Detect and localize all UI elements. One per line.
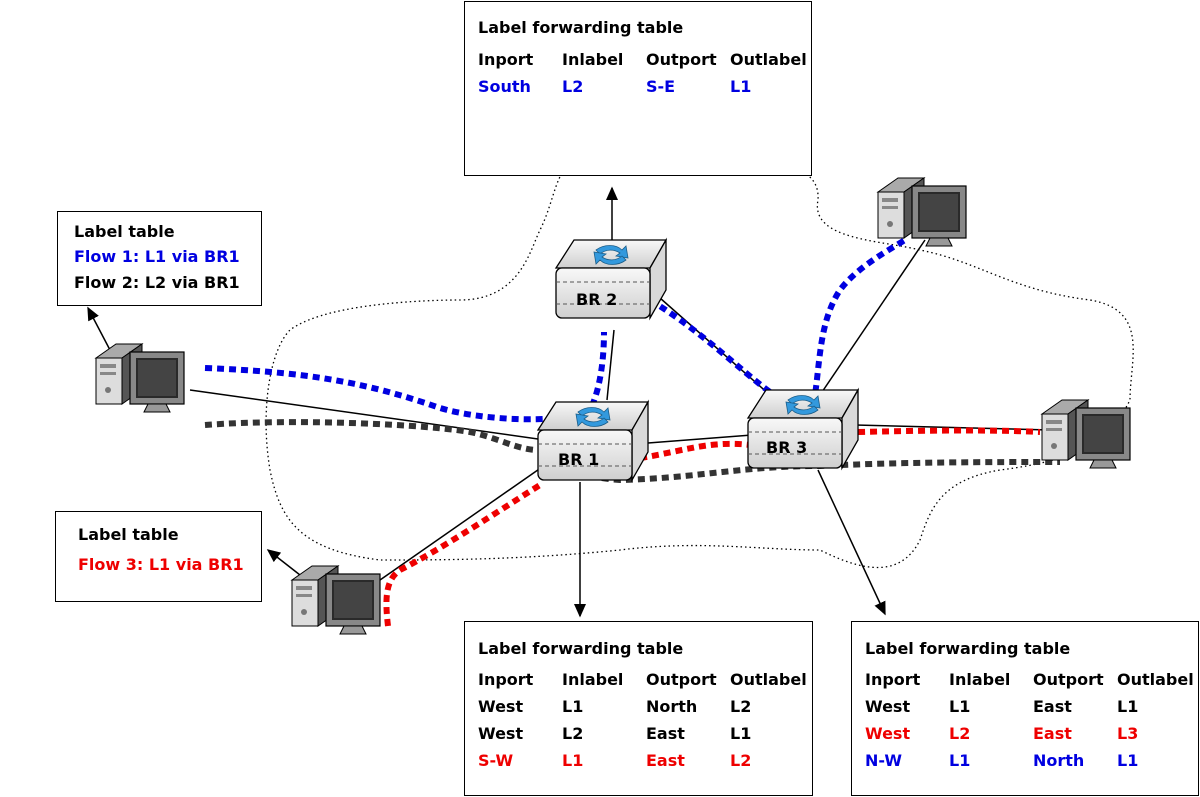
computer-east[interactable]	[1041, 399, 1131, 469]
cell-inport: S-W	[478, 751, 514, 770]
cell-inport: West	[865, 724, 911, 743]
physical-links	[189, 239, 1051, 581]
cell-inlabel: L1	[562, 697, 584, 716]
cell-inport: West	[478, 724, 524, 743]
computer-west-top[interactable]	[95, 343, 185, 413]
flow2-entry: Flow 2: L2 via BR1	[74, 273, 240, 292]
cell-inlabel: L2	[949, 724, 971, 743]
header-inlabel: Inlabel	[562, 50, 624, 69]
computer-icon	[95, 343, 185, 413]
cell-inlabel: L1	[562, 751, 584, 770]
bottom-right-forwarding-table: Label forwarding table Inport Inlabel Ou…	[851, 621, 1199, 796]
network-boundary	[265, 154, 1134, 569]
header-inport: Inport	[478, 670, 534, 689]
label-table-top-left: Label table Flow 1: L1 via BR1 Flow 2: L…	[57, 211, 262, 306]
header-inport: Inport	[865, 670, 921, 689]
cell-outport: East	[646, 751, 685, 770]
table-arrows	[87, 186, 886, 618]
label-table-bottom-left: Label table Flow 3: L1 via BR1	[55, 511, 262, 602]
cell-inlabel: L2	[562, 724, 584, 743]
router-label-br2: BR 2	[576, 290, 617, 309]
cell-inport: West	[865, 697, 911, 716]
table-title: Label forwarding table	[865, 639, 1071, 658]
cell-outport: East	[1033, 724, 1072, 743]
flow-black-path	[204, 419, 1061, 484]
header-outport: Outport	[646, 50, 717, 69]
computer-icon	[1041, 399, 1131, 469]
flow-blue-path	[204, 237, 907, 423]
cell-outlabel: L1	[730, 77, 752, 96]
cell-outport: East	[1033, 697, 1072, 716]
flow1-entry: Flow 1: L1 via BR1	[74, 247, 240, 266]
label-table-title: Label table	[78, 525, 179, 544]
computer-north-east[interactable]	[877, 177, 967, 247]
cell-inlabel: L1	[949, 697, 971, 716]
table-title: Label forwarding table	[478, 18, 684, 37]
cell-outlabel: L1	[730, 724, 752, 743]
header-outlabel: Outlabel	[730, 670, 807, 689]
router-br1[interactable]: BR 1	[537, 401, 649, 481]
cell-inport: West	[478, 697, 524, 716]
header-inport: Inport	[478, 50, 534, 69]
cell-outlabel: L2	[730, 697, 752, 716]
cell-outlabel: L3	[1117, 724, 1139, 743]
table-title: Label forwarding table	[478, 639, 684, 658]
header-inlabel: Inlabel	[562, 670, 624, 689]
cell-outport: S-E	[646, 77, 676, 96]
computer-icon	[291, 565, 381, 635]
router-br3[interactable]: BR 3	[747, 389, 859, 469]
top-forwarding-table: Label forwarding table Inport Inlabel Ou…	[464, 1, 812, 176]
header-outport: Outport	[646, 670, 717, 689]
cell-outport: North	[646, 697, 698, 716]
label-table-title: Label table	[74, 222, 175, 241]
cell-inlabel: L2	[562, 77, 584, 96]
cell-outport: North	[1033, 751, 1085, 770]
flow3-entry: Flow 3: L1 via BR1	[78, 555, 244, 574]
router-label-br1: BR 1	[558, 450, 599, 469]
cell-outport: East	[646, 724, 685, 743]
cell-outlabel: L2	[730, 751, 752, 770]
header-inlabel: Inlabel	[949, 670, 1011, 689]
computer-south-west[interactable]	[291, 565, 381, 635]
header-outlabel: Outlabel	[730, 50, 807, 69]
computer-icon	[877, 177, 967, 247]
cell-inlabel: L1	[949, 751, 971, 770]
router-label-br3: BR 3	[766, 438, 807, 457]
bottom-mid-forwarding-table: Label forwarding table Inport Inlabel Ou…	[464, 621, 813, 796]
router-br2[interactable]: BR 2	[555, 239, 667, 319]
header-outport: Outport	[1033, 670, 1104, 689]
cell-inport: N-W	[865, 751, 902, 770]
header-outlabel: Outlabel	[1117, 670, 1194, 689]
cell-inport: South	[478, 77, 531, 96]
cell-outlabel: L1	[1117, 751, 1139, 770]
flow-red-path	[383, 427, 1041, 627]
cell-outlabel: L1	[1117, 697, 1139, 716]
